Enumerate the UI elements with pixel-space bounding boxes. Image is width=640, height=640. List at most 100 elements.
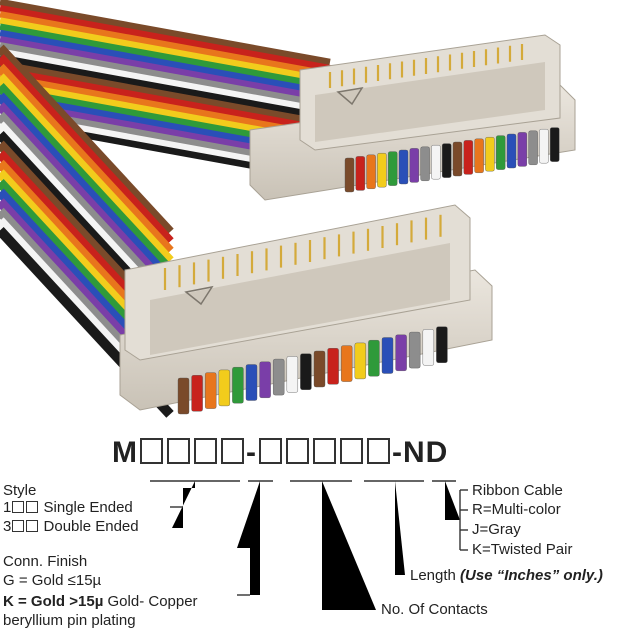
ribbon-wire [0,54,174,245]
wire-end [463,140,473,175]
wire-ends-back [344,127,560,193]
finish-gold-gt-code: K = Gold >15µ [3,593,104,610]
pins-back [328,44,524,88]
style-box [194,438,217,464]
wire-end [539,128,549,164]
wire-end [259,361,271,398]
blank-box [12,520,25,532]
contact-box [259,438,282,464]
wire-end [442,143,452,178]
style-box [140,438,163,464]
wire-end [344,157,355,193]
ribbon-wire [0,35,331,103]
ribbon-wire [0,102,174,293]
length-label: Length (Use “Inches” only.) [410,567,603,585]
style-single: 1 Single Ended [3,499,133,517]
ribbon-wire [0,48,331,115]
wire-end [409,331,421,369]
style-box [167,438,190,464]
ribbon-option-j: J=Gray [472,521,521,538]
style-double-label: Double Ended [43,518,139,535]
ribbon-wire [0,11,331,78]
connector-front [119,204,493,415]
wire-end [204,372,217,409]
blank-box [26,520,39,532]
pins-front [163,214,442,290]
style-double-prefix: 3 [3,518,12,535]
ribbon-wire [0,0,331,66]
ribbon-wire [0,73,174,265]
wire-end [232,367,244,404]
wire-end [341,345,353,382]
length-text: Length [410,567,461,584]
length-note: (Use “Inches” only.) [460,567,603,584]
wire-end [517,132,527,167]
wire-end [388,151,398,186]
ribbon-wire [0,4,331,72]
pin1-marker-icon [336,86,364,106]
ribbon-title: Ribbon Cable [472,482,563,499]
finish-title: Conn. Finish [3,553,88,570]
ribbon-wire [0,66,331,134]
part-number-dash: - [246,436,257,469]
wire-end [420,146,430,182]
contacts-label: No. Of Contacts [381,601,488,618]
wire-end [191,375,203,412]
ribbon-wire [0,54,331,122]
wire-end [485,136,495,172]
wire-ends-front [177,326,448,415]
blank-box [26,501,39,513]
ribbon-wire [0,44,174,236]
pin1-marker-icon [184,285,214,306]
wire-end [506,133,517,169]
wire-end [395,334,407,371]
finish-gold-gt-desc: Gold- Copper [103,593,198,610]
wire-end [355,156,365,191]
ribbon-wire [0,83,174,274]
ribbon-option-r: R=Multi-color [472,501,561,518]
wire-end [398,149,409,185]
ribbon-wire [0,63,174,255]
wire-end [436,326,448,363]
wire-end [496,135,506,170]
ribbon-wire [0,42,331,109]
wire-end [327,348,339,385]
blank-box [12,501,25,513]
wire-end [273,358,285,396]
wire-end [313,350,326,388]
wire-end [366,154,376,190]
style-title: Style [3,482,37,499]
wire-end [354,342,366,380]
wire-end [377,152,387,188]
ribbon-wire [0,29,331,97]
wire-end [452,141,463,177]
ribbon-option-k: K=Twisted Pair [472,541,573,558]
contact-box [340,438,363,464]
contact-box [286,438,309,464]
part-number-prefix: M [112,436,138,469]
wire-end [286,356,298,393]
wire-end [431,144,441,180]
wire-end [368,340,380,377]
wire-end [300,353,312,390]
ribbon-wire [0,23,331,91]
wire-end [218,369,231,407]
finish-gold-gt: K = Gold >15µ Gold- Copper [3,593,198,611]
wire-end [381,337,394,374]
style-single-label: Single Ended [43,499,133,516]
wire-end [474,138,484,174]
style-single-prefix: 1 [3,499,12,516]
connector-back [249,34,576,201]
wire-end [528,130,538,166]
finish-gold-gt-line2: beryllium pin plating [3,612,136,629]
contact-box [313,438,336,464]
contact-box [367,438,390,464]
wire-end [422,329,434,366]
style-double: 3 Double Ended [3,518,139,536]
callout-lines [150,480,468,610]
finish-gold-le: G = Gold ≤15µ [3,572,102,589]
ribbon-wire [0,60,331,128]
ribbon-wire [0,92,174,284]
wire-end [550,127,560,162]
